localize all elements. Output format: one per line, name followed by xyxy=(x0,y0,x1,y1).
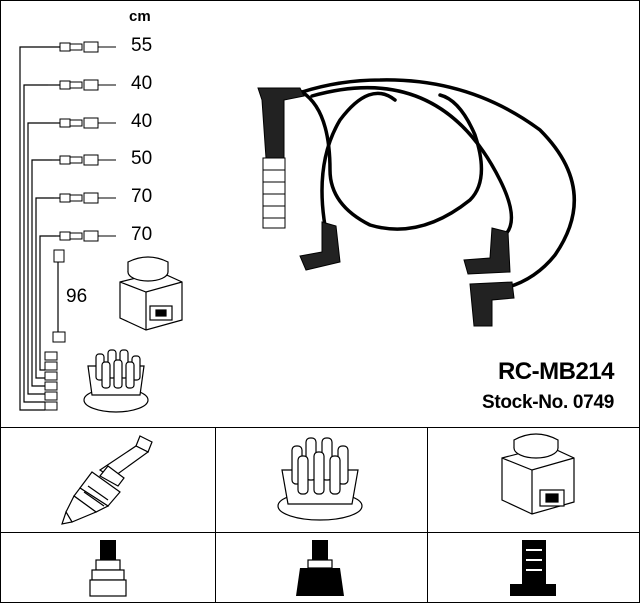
distributor-cap-icon xyxy=(277,437,363,521)
cable-length-label: 50 xyxy=(131,148,153,169)
cable-length-label: 40 xyxy=(131,111,153,132)
plug-boot-angled-1 xyxy=(299,221,341,271)
plug-boot-angled-2 xyxy=(463,227,511,275)
cable-line-2 xyxy=(23,84,48,403)
coil-boot-icon xyxy=(510,540,556,596)
cable-length-label: 40 xyxy=(131,73,153,94)
stock-number: Stock-No. 0749 xyxy=(481,392,614,413)
cable-line-3 xyxy=(27,122,50,395)
cable-length-label: 70 xyxy=(131,224,153,245)
cable-line-4 xyxy=(31,159,52,387)
cable-connector-5 xyxy=(59,192,116,204)
grid-middle-divider xyxy=(0,532,640,533)
cable-boots xyxy=(257,87,515,327)
distributor-boot-icon xyxy=(296,540,344,596)
cable-line-5 xyxy=(35,197,54,379)
spark-plug-icon xyxy=(61,435,153,525)
plug-boot-angled-3 xyxy=(469,281,515,327)
unit-label: cm xyxy=(129,8,151,25)
coil-cable-bottom-connector xyxy=(52,331,66,343)
cable-line-1 xyxy=(19,46,45,411)
grid-top-divider xyxy=(0,427,640,428)
ignition-coil-diagram xyxy=(119,256,183,331)
ignition-coil-icon xyxy=(501,433,575,515)
cable-line-6 xyxy=(39,235,56,371)
distributor-connector-stack xyxy=(44,351,58,411)
cable-long-loop xyxy=(300,90,484,231)
coil-cable-length-label: 96 xyxy=(66,286,88,307)
cable-length-label: 55 xyxy=(131,35,153,56)
coil-cable-top-connector xyxy=(53,249,65,263)
cable-connector-1 xyxy=(59,41,116,53)
distributor-cap-diagram xyxy=(83,349,149,413)
metal-terminal xyxy=(262,157,286,229)
cable-connector-3 xyxy=(59,117,116,129)
model-number: RC-MB214 xyxy=(497,358,615,385)
grid-column-divider xyxy=(215,427,216,603)
grid-column-divider xyxy=(427,427,428,603)
cable-long-outer xyxy=(300,78,576,290)
cable-length-label: 70 xyxy=(131,186,153,207)
cable-long-left xyxy=(320,91,397,252)
plug-boot-straight xyxy=(257,87,305,159)
spark-plug-boot-icon xyxy=(89,540,127,597)
